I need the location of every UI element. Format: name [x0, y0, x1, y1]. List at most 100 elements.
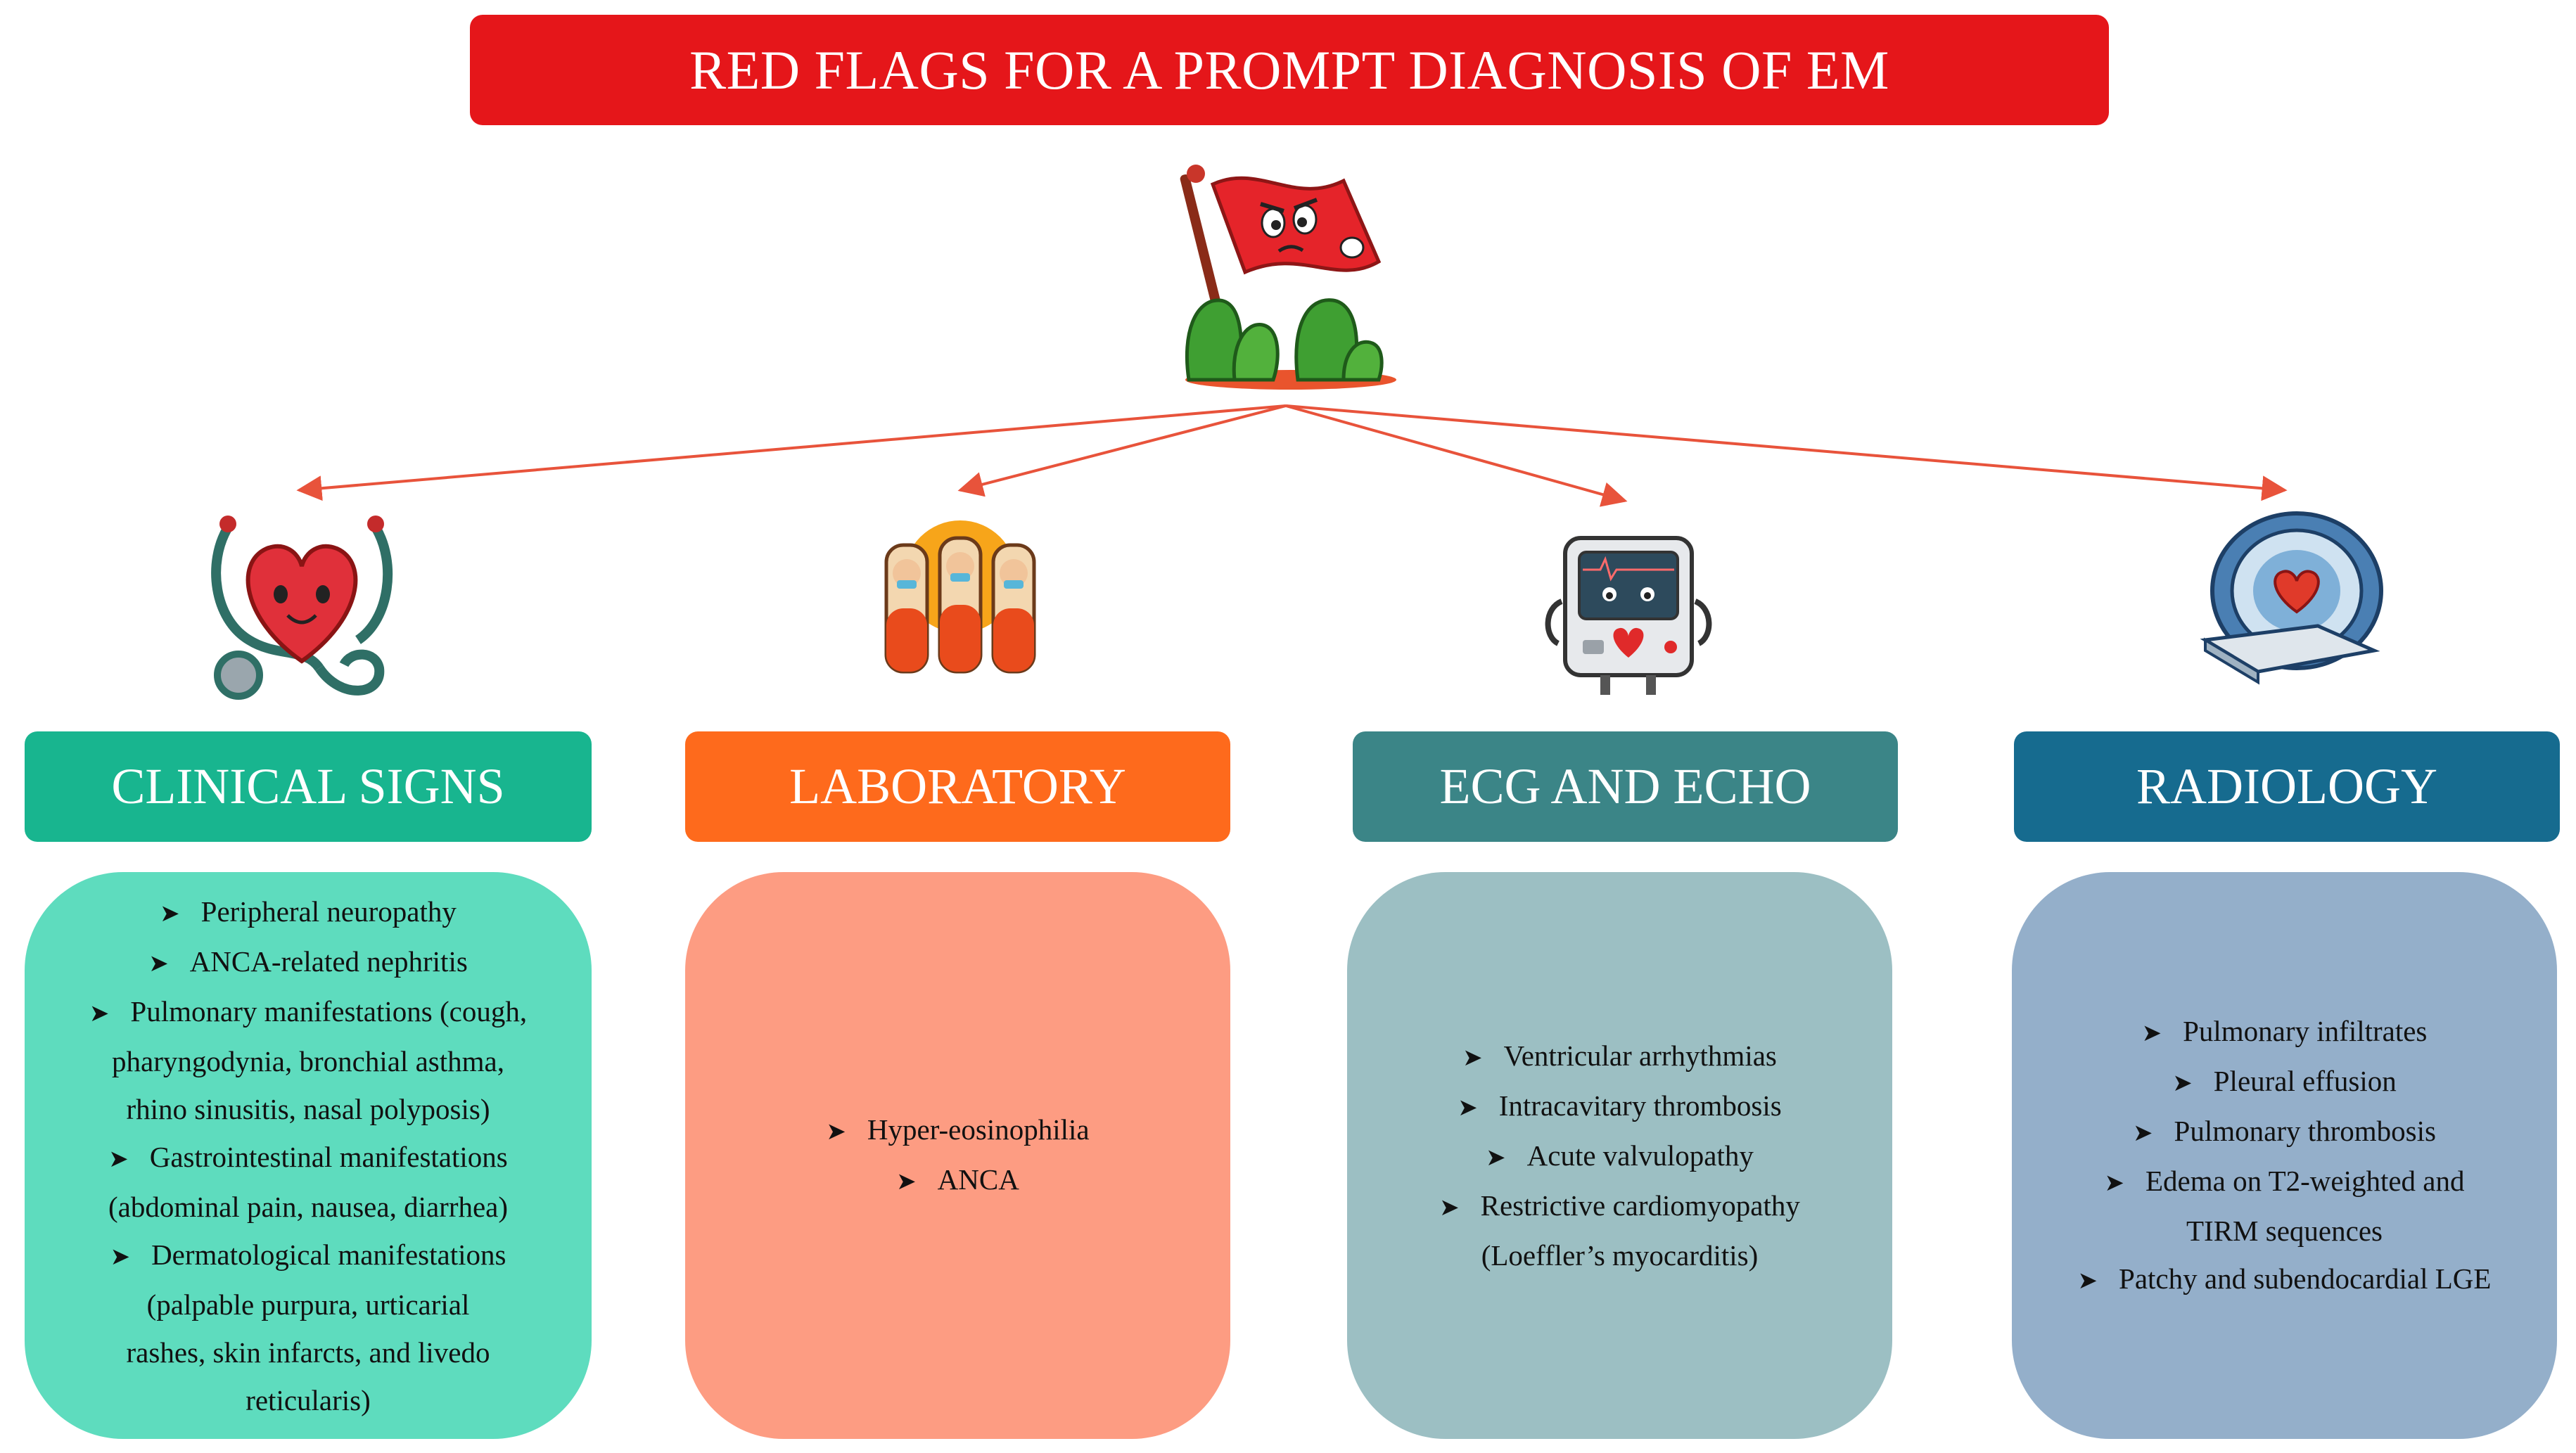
arrow-bullet-icon: ➤	[1486, 1144, 1506, 1172]
list-item-first-line: ➤ ANCA	[896, 1156, 1019, 1205]
arrow-to-clinical	[296, 404, 1287, 501]
arrow-bullet-icon: ➤	[1458, 1094, 1478, 1122]
list-item: ➤ Intracavitary thrombosis	[1458, 1082, 1781, 1132]
list-item-first-line: ➤ Pulmonary thrombosis	[2133, 1107, 2436, 1157]
list-item-text: Gastrointestinal manifestations	[149, 1140, 508, 1173]
list-item-text: Dermatological manifestations	[151, 1238, 506, 1271]
list-item: ➤Pleural effusion	[2172, 1057, 2397, 1107]
arrow-bullet-icon: ➤	[2077, 1266, 2098, 1295]
arrow-bullet-icon: ➤	[110, 1242, 131, 1271]
list-item-first-line: ➤ Gastrointestinal manifestations	[108, 1133, 508, 1183]
list-item-first-line: ➤ Pulmonary manifestations (cough,	[89, 987, 527, 1037]
list-item: ➤ ANCA	[896, 1156, 1019, 1205]
list-item-text: (palpable purpura, urticarial	[146, 1288, 470, 1321]
list-item-first-line: ➤ ANCA-related nephritis	[148, 937, 468, 987]
list-item-first-line: ➤Hyper-eosinophilia	[826, 1106, 1089, 1156]
list-item-text: Pulmonary manifestations (cough,	[130, 994, 528, 1028]
list-item-text: Peripheral neuropathy	[200, 895, 457, 928]
list-item-text: Pulmonary thrombosis	[2174, 1114, 2436, 1147]
list-item: ➤ Patchy and subendocardial LGE	[2078, 1255, 2492, 1305]
list-item-continuation-line: (Loeffler’s myocarditis)	[1439, 1231, 1800, 1279]
list-item: ➤Restrictive cardiomyopathy (Loeffler’s m…	[1439, 1182, 1800, 1279]
arrow-to-ecg	[1285, 404, 1628, 507]
ecg-monitor-icon	[1545, 536, 1712, 695]
list-item-text: pharyngodynia, bronchial asthma,	[112, 1044, 504, 1077]
header-clinical-signs-label: CLINICAL SIGNS	[111, 758, 505, 814]
page-title: RED FLAGS FOR A PROMPT DIAGNOSIS OF EM	[689, 39, 1889, 101]
list-item-first-line: ➤Pleural effusion	[2172, 1057, 2397, 1107]
list-item: ➤ ANCA-related nephritis	[148, 937, 468, 987]
list-item-text: Patchy and subendocardial LGE	[2119, 1262, 2492, 1295]
header-radiology-label: RADIOLOGY	[2136, 758, 2437, 814]
list-item-text: ANCA-related nephritis	[189, 945, 468, 978]
list-item-text: TIRM sequences	[2186, 1214, 2383, 1247]
list-item-first-line: ➤ Ventricular arrhythmias	[1462, 1032, 1777, 1082]
arrow-bullet-icon: ➤	[2141, 1018, 2162, 1047]
panel-laboratory: ➤Hyper-eosinophilia➤ANCA	[685, 872, 1230, 1439]
heart-stethoscope-icon	[211, 516, 393, 700]
list-item-text: Ventricular arrhythmias	[1503, 1039, 1777, 1072]
panel-radiology: ➤Pulmonary infiltrates➤Pleural effusion➤…	[2012, 872, 2557, 1439]
test-tubes-icon	[884, 520, 1036, 674]
list-item-continuation-line: (palpable purpura, urticarial	[110, 1281, 506, 1329]
arrow-bullet-icon: ➤	[160, 899, 180, 928]
arrow-bullet-icon: ➤	[148, 949, 169, 978]
list-item-first-line: ➤ Peripheral neuropathy	[160, 888, 457, 937]
list-item-continuation-line: (abdominal pain, nausea, diarrhea)	[108, 1183, 508, 1231]
arrow-bullet-icon: ➤	[826, 1118, 846, 1146]
list-item: ➤ Pulmonary infiltrates	[2142, 1007, 2428, 1057]
list-item: ➤ Acute valvulopathy	[1486, 1132, 1754, 1182]
list-item-continuation-line: TIRM sequences	[2104, 1207, 2464, 1255]
list-item: ➤Hyper-eosinophilia	[826, 1106, 1089, 1156]
list-item-first-line: ➤ Pulmonary infiltrates	[2142, 1007, 2428, 1057]
list-item: ➤ Gastrointestinal manifestations (abdomin…	[108, 1133, 508, 1231]
list-item: ➤ Pulmonary thrombosis	[2133, 1107, 2436, 1157]
arrow-bullet-icon: ➤	[1462, 1044, 1483, 1072]
list-item-text: Edema on T2-weighted and	[2145, 1164, 2465, 1197]
list-item-continuation-line: pharyngodynia, bronchial asthma,	[89, 1037, 527, 1085]
list-item-text: Pleural effusion	[2213, 1064, 2397, 1097]
list-item-text: Intracavitary thrombosis	[1498, 1089, 1782, 1122]
arrow-bullet-icon: ➤	[2104, 1168, 2124, 1197]
list-item-first-line: ➤ Edema on T2-weighted and	[2104, 1157, 2464, 1207]
arrow-bullet-icon: ➤	[896, 1167, 917, 1196]
arrow-bullet-icon: ➤	[89, 999, 110, 1028]
panel-ecg-and-echo: ➤ Ventricular arrhythmias ➤ Intracavitary t…	[1347, 872, 1892, 1439]
list-item: ➤ Pulmonary manifestations (cough, pharyng…	[89, 987, 527, 1133]
list-item-text: rhino sinusitis, nasal polyposis)	[126, 1092, 490, 1125]
header-laboratory: LABORATORY	[685, 731, 1230, 842]
list-item: ➤ Dermatological manifestations (palpable …	[110, 1231, 506, 1424]
arrow-to-radiology	[1285, 404, 2288, 501]
list-item-text: rashes, skin infarcts, and livedo	[126, 1336, 490, 1369]
list-item-text: Acute valvulopathy	[1526, 1139, 1754, 1172]
list-item-continuation-line: rashes, skin infarcts, and livedo	[110, 1329, 506, 1376]
header-clinical-signs: CLINICAL SIGNS	[25, 731, 592, 842]
list-item-text: reticularis)	[246, 1383, 371, 1416]
arrow-bullet-icon: ➤	[108, 1144, 129, 1173]
list-item-continuation-line: rhino sinusitis, nasal polyposis)	[89, 1085, 527, 1133]
list-item-text: (Loeffler’s myocarditis)	[1481, 1239, 1759, 1272]
red-flag-mascot-icon	[1180, 165, 1396, 390]
list-item-first-line: ➤Restrictive cardiomyopathy	[1439, 1182, 1800, 1231]
list-item-text: ANCA	[937, 1163, 1019, 1196]
list-item-first-line: ➤ Patchy and subendocardial LGE	[2078, 1255, 2492, 1305]
header-ecg-and-echo-label: ECG AND ECHO	[1439, 758, 1811, 814]
list-item-text: Pulmonary infiltrates	[2183, 1014, 2428, 1047]
list-item-text: (abdominal pain, nausea, diarrhea)	[108, 1190, 509, 1223]
arrow-to-laboratory	[957, 404, 1287, 497]
title-banner: RED FLAGS FOR A PROMPT DIAGNOSIS OF EM	[470, 15, 2109, 125]
list-item-continuation-line: reticularis)	[110, 1376, 506, 1424]
list-item-first-line: ➤ Intracavitary thrombosis	[1458, 1082, 1781, 1132]
arrow-bullet-icon: ➤	[2133, 1118, 2153, 1147]
list-item: ➤ Peripheral neuropathy	[160, 888, 457, 937]
header-radiology: RADIOLOGY	[2014, 731, 2560, 842]
list-item-first-line: ➤ Acute valvulopathy	[1486, 1132, 1754, 1182]
list-item: ➤ Ventricular arrhythmias	[1462, 1032, 1777, 1082]
list-item-text: Restrictive cardiomyopathy	[1480, 1189, 1800, 1222]
header-ecg-and-echo: ECG AND ECHO	[1353, 731, 1898, 842]
header-laboratory-label: LABORATORY	[789, 758, 1126, 814]
list-item-first-line: ➤ Dermatological manifestations	[110, 1231, 506, 1281]
mri-scanner-icon	[2200, 511, 2383, 685]
